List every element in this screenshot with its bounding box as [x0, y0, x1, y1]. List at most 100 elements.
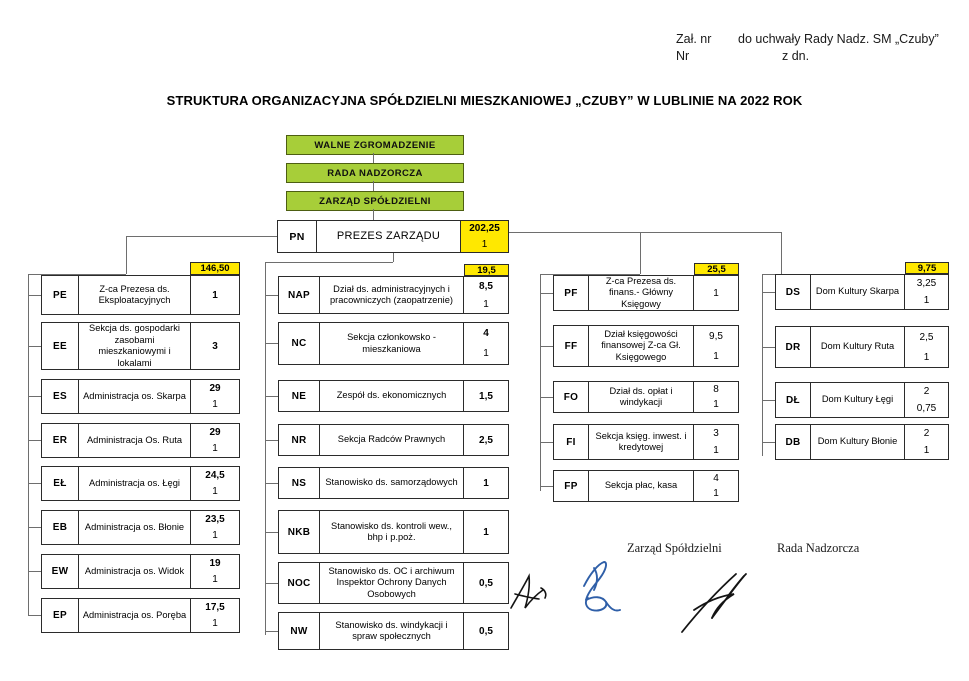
unit-values: 1 [693, 276, 738, 310]
unit-code: NS [279, 468, 320, 498]
capacity-cap-finance: 25,5 [694, 263, 739, 275]
unit-values: 8,5 1 [463, 277, 508, 313]
unit-name: Dział księgowości finansowej Z-ca Gł. Ks… [601, 328, 681, 362]
unit-value-top: 2,5 [919, 331, 934, 343]
signature-mark-2 [583, 561, 621, 612]
connector-spine-column-4 [762, 274, 764, 456]
unit-value-bottom: 1 [212, 574, 218, 586]
signature-mark-1 [510, 573, 547, 609]
connector-spine-column-1 [28, 274, 30, 616]
signature-mark-3 [681, 573, 747, 633]
unit-name: Dział ds. administracyjnych i pracownicz… [330, 283, 453, 306]
unit-code: DB [776, 425, 811, 459]
box-label: RADA NADZORCZA [327, 167, 423, 179]
unit-values: 2 1 [904, 425, 948, 459]
unit-name: Zespół ds. ekonomicznych [336, 390, 447, 401]
connector [393, 253, 395, 262]
attachment-number-label: Zał. nr [676, 32, 712, 46]
connector [28, 346, 41, 348]
connector [373, 181, 375, 191]
box-el: EŁ Administracja os. Łęgi 24,5 1 [41, 466, 240, 501]
box-ne: NE Zespół ds. ekonomicznych 1,5 [278, 380, 509, 412]
number-label: Nr [676, 49, 690, 63]
unit-name: Administracja os. Skarpa [83, 390, 186, 401]
unit-value: 1 [483, 526, 489, 538]
connector [265, 440, 278, 442]
connector [540, 397, 553, 399]
connector [126, 236, 128, 274]
unit-value-top: 29 [209, 426, 221, 438]
unit-code: PN [278, 221, 317, 252]
unit-code: NR [279, 425, 320, 455]
unit-value-bottom: 1 [212, 618, 218, 630]
box-ew: EW Administracja os. Widok 19 1 [41, 554, 240, 589]
unit-value-bottom: 1 [713, 350, 719, 362]
unit-code: NOC [279, 563, 320, 603]
unit-values: 3 1 [693, 425, 738, 459]
box-db: DB Dom Kultury Błonie 2 1 [775, 424, 949, 460]
connector [28, 396, 41, 398]
unit-code: EP [42, 599, 79, 632]
connector [265, 262, 393, 264]
unit-name: Stanowisko ds. samorządowych [325, 477, 458, 488]
unit-value-top: 23,5 [205, 513, 225, 525]
unit-value-top: 8,5 [479, 280, 493, 292]
unit-code: EE [42, 323, 79, 369]
signature-label-board: Zarząd Spółdzielni [627, 541, 722, 555]
unit-value-bottom: 1 [923, 445, 930, 456]
unit-value: 3 [212, 340, 218, 352]
unit-values: 1 [463, 511, 508, 553]
unit-name: Dom Kultury Błonie [817, 436, 898, 447]
box-rada-nadzorcza: RADA NADZORCZA [286, 163, 464, 183]
connector [265, 483, 278, 485]
unit-values: 3,25 1 [904, 275, 948, 309]
box-eb: EB Administracja os. Błonie 23,5 1 [41, 510, 240, 545]
connector [265, 583, 278, 585]
unit-code: EŁ [42, 467, 79, 500]
connector [265, 295, 278, 297]
unit-name: Administracja os. Błonie [84, 521, 185, 532]
unit-values: 8 1 [693, 382, 738, 412]
box-noc: NOC Stanowisko ds. OC i archiwum Inspekt… [278, 562, 509, 604]
connector [28, 615, 41, 617]
unit-value-top: 3,25 [916, 278, 937, 289]
unit-value-bottom: 1 [212, 530, 218, 542]
unit-name: Sekcja księg. inwest. i kredytowej [595, 430, 687, 453]
box-zarzad-spoldzielni: ZARZĄD SPÓŁDZIELNI [286, 191, 464, 211]
box-es: ES Administracja os. Skarpa 29 1 [41, 379, 240, 414]
connector [28, 527, 41, 529]
capacity-cap-exploitation: 146,50 [190, 262, 240, 275]
connector [540, 293, 553, 295]
connector [373, 153, 375, 163]
unit-name: Dom Kultury Skarpa [815, 286, 900, 297]
box-ds: DS Dom Kultury Skarpa 3,25 1 [775, 274, 949, 310]
unit-code: NC [279, 323, 320, 364]
connector [540, 442, 553, 444]
unit-value-bottom: 1 [212, 399, 218, 411]
box-ns: NS Stanowisko ds. samorządowych 1 [278, 467, 509, 499]
connector [762, 347, 775, 349]
unit-value-top: 3 [713, 428, 719, 439]
box-fp: FP Sekcja płac, kasa 4 1 [553, 470, 739, 502]
connector [28, 295, 41, 297]
unit-code: PF [554, 276, 589, 310]
unit-values: 29 1 [190, 380, 239, 413]
unit-value: 1 [483, 477, 489, 489]
unit-name: Administracja os. Widok [84, 565, 185, 576]
box-pf: PF Z-ca Prezesa ds. finans.- Główny Księ… [553, 275, 739, 311]
connector [762, 292, 775, 294]
connector [265, 343, 278, 345]
unit-code: FF [554, 326, 589, 366]
unit-value-top: 17,5 [205, 601, 225, 613]
connector [762, 442, 775, 444]
connector-spine-column-2 [265, 262, 267, 635]
unit-value-bottom: 1 [713, 399, 719, 410]
connector [265, 631, 278, 633]
unit-value-top: 4 [483, 327, 489, 339]
unit-code: PE [42, 276, 79, 314]
connector [762, 274, 781, 276]
connector [265, 396, 278, 398]
unit-values: 0,5 [463, 563, 508, 603]
unit-value-top: 202,25 [469, 223, 500, 235]
